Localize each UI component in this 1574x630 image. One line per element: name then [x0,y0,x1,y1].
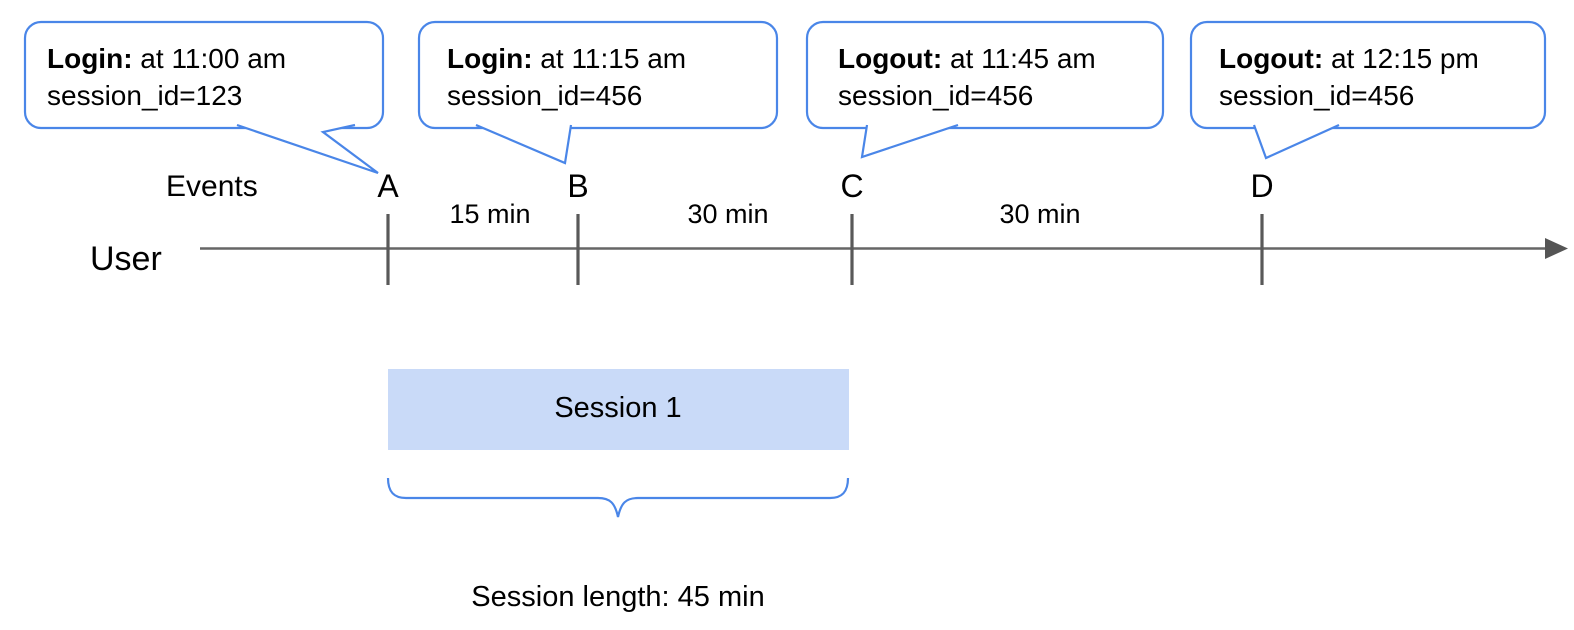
event-label-d: D [1250,168,1274,204]
callout-4-bubble [1189,20,1547,130]
callout-1-bubble [23,20,385,130]
callout-3-line1: Logout: at 11:45 am [838,40,1158,77]
session-brace [386,477,850,518]
callout-2-tail [475,123,573,165]
session-length-label: Session length: 45 min [471,581,765,613]
callout-2-bubble [417,20,779,130]
callout-3-event-type: Logout: [838,43,943,74]
callout-4-event-time: at 12:15 pm [1323,43,1479,74]
event-label-b: B [567,168,589,204]
callout-2-text: Login: at 11:15 am session_id=456 [447,40,767,114]
event-ticks [386,214,1264,285]
event-label-a: A [377,168,399,204]
callout-3-bubble [805,20,1165,130]
callout-4-line1: Logout: at 12:15 pm [1219,40,1539,77]
callout-3-text: Logout: at 11:45 am session_id=456 [838,40,1158,114]
callout-2-session-id: session_id=456 [447,80,643,111]
timeline-group [200,214,1568,285]
callout-1-tail [236,123,379,175]
callout-4-event-type: Logout: [1219,43,1324,74]
session-box-label: Session 1 [554,392,682,424]
callout-4-tail [1252,123,1340,160]
interval-c-d: 30 min [999,199,1081,229]
timeline-arrowhead-icon [1545,238,1568,259]
callout-3-event-time: at 11:45 am [942,43,1096,74]
callout-3-tail [860,123,959,159]
callout-4-session-id: session_id=456 [1219,80,1415,111]
callout-1-event-type: Login: [47,43,133,74]
callout-bubbles [23,20,1547,175]
interval-a-b: 15 min [449,199,531,229]
callout-1-event-time: at 11:00 am [132,43,287,74]
user-label: User [90,240,162,278]
session-box [388,369,849,450]
callout-2-event-type: Login: [447,43,533,74]
callout-1-text: Login: at 11:00 am session_id=123 [47,40,367,114]
callout-2-event-time: at 11:15 am [532,43,687,74]
callout-1-line1: Login: at 11:00 am [47,40,367,77]
callout-1-session-id: session_id=123 [47,80,243,111]
callout-2-line1: Login: at 11:15 am [447,40,767,77]
callout-4-text: Logout: at 12:15 pm session_id=456 [1219,40,1539,114]
event-label-c: C [840,168,864,204]
callout-3-session-id: session_id=456 [838,80,1034,111]
events-label: Events [166,170,258,203]
interval-b-c: 30 min [687,199,769,229]
